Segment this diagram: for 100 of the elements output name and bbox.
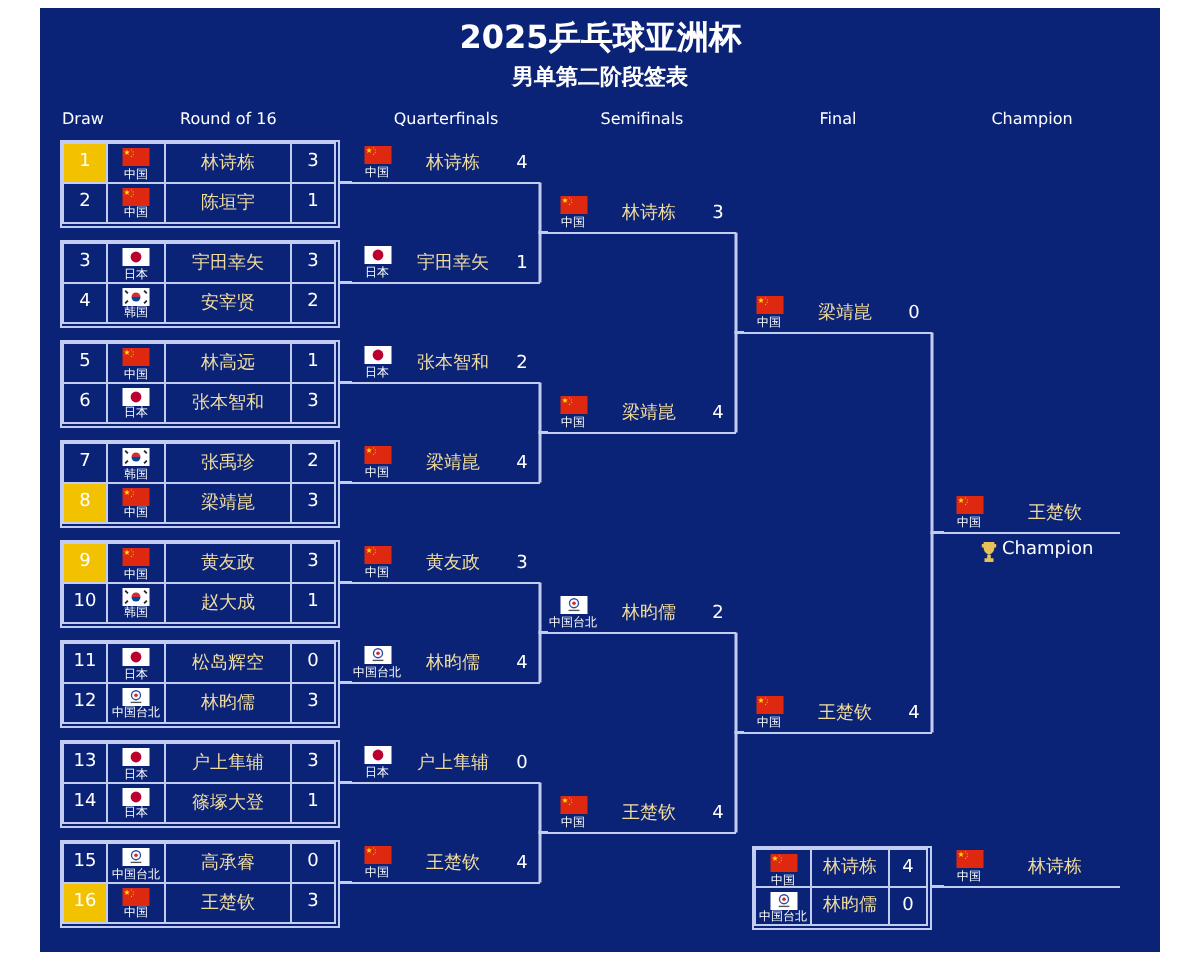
draw-number: 13 [64, 744, 108, 781]
player-row [62, 183, 336, 224]
player-slot [352, 644, 540, 684]
match-box [60, 140, 340, 228]
player-row [62, 483, 336, 524]
player-row [62, 883, 336, 924]
player-row [62, 383, 336, 424]
player-name: 梁靖崑 [164, 483, 292, 522]
player-row [62, 242, 336, 283]
draw-number: 11 [64, 644, 108, 681]
match-box [60, 440, 340, 528]
score: 0 [305, 850, 321, 877]
bracket-line [340, 181, 352, 184]
player-row [62, 842, 336, 883]
player-name: 林诗栋 [620, 201, 678, 228]
player-name: 户上隼辅 [415, 751, 491, 778]
score: 4 [710, 801, 726, 827]
score: 0 [305, 650, 321, 677]
player-name: 宇田幸矢 [415, 251, 491, 278]
player-name: 篠塚大登 [164, 783, 292, 822]
player-name: 林昀儒 [424, 651, 482, 678]
player-name: 林昀儒 [620, 601, 678, 628]
column-header: Round of 16 [180, 110, 277, 130]
player-row [62, 783, 336, 824]
score: 1 [305, 790, 321, 817]
match-box [60, 740, 340, 828]
score: 3 [305, 390, 321, 417]
player-slot [548, 594, 736, 634]
draw-number: 9 [64, 544, 108, 581]
score: 2 [305, 450, 321, 477]
player-slot [352, 144, 540, 184]
player-slot [744, 694, 932, 734]
player-row [62, 583, 336, 624]
draw-number: 1 [64, 144, 108, 181]
player-slot [548, 194, 736, 234]
player-row [754, 887, 928, 926]
bracket-line [340, 481, 352, 484]
player-name: 陈垣宇 [164, 183, 292, 222]
bracket-line [340, 781, 352, 784]
player-name: 林诗栋 [424, 151, 482, 178]
bracket-line [538, 631, 548, 683]
bracket-line [340, 681, 352, 684]
player-name: 黄友政 [164, 544, 292, 581]
player-row [62, 142, 336, 183]
score: 3 [305, 250, 321, 277]
player-slot [352, 844, 540, 884]
player-slot [352, 444, 540, 484]
score: 4 [514, 151, 530, 177]
player-slot [352, 344, 540, 384]
player-row [754, 848, 928, 887]
column-header: Final [819, 110, 857, 130]
player-name: 林诗栋 [164, 144, 292, 181]
draw-number: 2 [64, 183, 108, 222]
score: 2 [305, 290, 321, 317]
player-name: 林昀儒 [810, 887, 890, 924]
score: 3 [305, 690, 321, 717]
score: 3 [710, 201, 726, 227]
player-row [62, 283, 336, 324]
player-name: 宇田幸矢 [164, 244, 292, 281]
score: 3 [305, 150, 321, 177]
score: 2 [514, 351, 530, 377]
score: 4 [514, 651, 530, 677]
player-name: 户上隼辅 [164, 744, 292, 781]
player-slot [944, 848, 1120, 888]
player-slot [352, 744, 540, 784]
player-name: 梁靖崑 [620, 401, 678, 428]
player-row [62, 442, 336, 483]
score: 3 [514, 551, 530, 577]
score: 3 [305, 750, 321, 777]
player-name: 林昀儒 [164, 683, 292, 722]
player-slot [352, 544, 540, 584]
match-box [752, 846, 932, 930]
draw-number: 14 [64, 783, 108, 822]
score: 2 [710, 601, 726, 627]
score: 4 [514, 451, 530, 477]
bracket-line [538, 782, 548, 834]
player-name: 赵大成 [164, 583, 292, 622]
match-box [60, 840, 340, 928]
column-header: Draw [62, 110, 104, 130]
subtitle: 男单第二阶段签表 [512, 64, 688, 91]
column-header: Champion [991, 110, 1073, 130]
score: 3 [305, 890, 321, 917]
player-row [62, 742, 336, 783]
draw-number: 8 [64, 483, 108, 522]
player-name: 黄友政 [424, 551, 482, 578]
match-box [60, 640, 340, 728]
score: 3 [305, 550, 321, 577]
bracket-line [340, 881, 352, 884]
player-row [62, 642, 336, 683]
player-slot [744, 294, 932, 334]
bracket-line [538, 582, 548, 634]
score: 1 [514, 251, 530, 277]
draw-number: 12 [64, 683, 108, 722]
score: 1 [305, 590, 321, 617]
score: 4 [710, 401, 726, 427]
score: 4 [514, 851, 530, 877]
player-name: 王楚钦 [164, 883, 292, 922]
match-box [60, 240, 340, 328]
player-name: 高承睿 [164, 844, 292, 881]
draw-number: 16 [64, 883, 108, 922]
